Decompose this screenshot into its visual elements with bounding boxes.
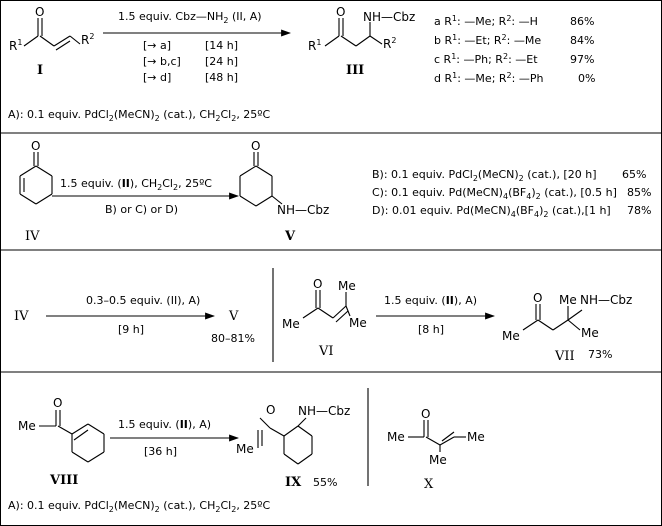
me-label: Me xyxy=(282,317,300,331)
condition-B: B): 0.1 equiv. PdCl2(MeCN)2 (cat.), [20 … xyxy=(372,168,597,183)
structure-V: O NH—Cbz V xyxy=(239,139,329,244)
me-label: Me xyxy=(559,293,577,307)
r1-label: R1 xyxy=(9,38,22,53)
svg-text:86%: 86% xyxy=(570,15,594,28)
reagent-label: 1.5 equiv. (II), A) xyxy=(118,418,211,431)
nh-cbz-label: NH—Cbz xyxy=(363,10,415,24)
compound-label-VI: VI xyxy=(318,344,334,359)
yield-C: 85% xyxy=(627,186,651,199)
svg-text:b R1: —Et; R2: —Me: b R1: —Et; R2: —Me xyxy=(434,33,541,47)
footnote-A: A): 0.1 equiv. PdCl2(MeCN)2 (cat.), CH2C… xyxy=(8,499,270,514)
oxygen-label: O xyxy=(251,139,260,153)
me-label: Me xyxy=(236,442,254,456)
me-label: Me xyxy=(349,316,367,330)
condition-D: D): 0.01 equiv. Pd(MeCN)4(BF4)2 (cat.),[… xyxy=(372,204,611,219)
time-label: [9 h] xyxy=(118,323,144,336)
svg-text:84%: 84% xyxy=(570,34,594,47)
time-label: [8 h] xyxy=(418,323,444,336)
me-label: Me xyxy=(18,419,36,433)
me-label: Me xyxy=(387,430,405,444)
nh-cbz-label: NH—Cbz xyxy=(277,203,329,217)
structure-VI: O Me Me Me VI xyxy=(282,277,367,359)
yield-label: 55% xyxy=(313,476,337,489)
oxygen-label: O xyxy=(533,291,542,305)
compound-label-III: III xyxy=(346,63,364,78)
nh-cbz-label: NH—Cbz xyxy=(298,404,350,418)
table-row: d R1: —Me; R2: —Ph 0% xyxy=(434,71,595,85)
condition-C: C): 0.1 equiv. Pd(MeCN)4(BF4)2 (cat.), [… xyxy=(372,186,617,201)
scheme-1: O R1 R2 I 1.5 equiv. Cbz—NH2 (II, A) [→ … xyxy=(8,5,595,123)
structure-IV: O IV xyxy=(19,139,53,244)
compound-label-I: I xyxy=(37,63,43,78)
scheme-3: IV 0.3–0.5 equiv. (II), A) [9 h] V 80–81… xyxy=(14,294,255,345)
condition-bc: [→ b,c] xyxy=(143,55,181,68)
conditions-label: B) or C) or D) xyxy=(105,203,178,216)
scheme-5: O Me VIII 1.5 equiv. (II), A) [36 h] O M… xyxy=(8,396,350,514)
footnote-A: A): 0.1 equiv. PdCl2(MeCN)2 (cat.), CH2C… xyxy=(8,108,270,123)
substituent-table: a R1: —Me; R2: —H 86% b R1: —Et; R2: —Me… xyxy=(434,14,595,85)
compound-label-VII: VII xyxy=(554,349,575,364)
condition-d: [→ d] xyxy=(143,71,171,84)
r1-label: R1 xyxy=(308,38,321,53)
oxygen-label: O xyxy=(35,5,44,19)
structure-VIII: O Me VIII xyxy=(18,396,105,488)
table-row: b R1: —Et; R2: —Me 84% xyxy=(434,33,594,47)
me-label: Me xyxy=(338,279,356,293)
reagent-label: 1.5 equiv. Cbz—NH2 (II, A) xyxy=(118,10,262,25)
time-d: [48 h] xyxy=(205,71,238,84)
table-row: a R1: —Me; R2: —H 86% xyxy=(434,14,594,28)
svg-text:a R1: —Me; R2: —H: a R1: —Me; R2: —H xyxy=(434,14,538,28)
yield-D: 78% xyxy=(627,204,651,217)
oxygen-label: O xyxy=(31,139,40,153)
oxygen-label: O xyxy=(313,277,322,291)
table-row: c R1: —Ph; R2: —Et 97% xyxy=(434,52,594,66)
scheme-4: O Me Me Me VI 1.5 equiv. (II), A) [8 h] … xyxy=(282,277,632,364)
oxygen-label: O xyxy=(266,403,275,417)
structure-IX: O Me NH—Cbz IX 55% xyxy=(236,403,350,490)
r2-label: R2 xyxy=(383,36,396,51)
reagent-label: 1.5 equiv. (II), A) xyxy=(384,294,477,307)
structure-X: O Me Me Me X xyxy=(387,407,485,492)
condition-a: [→ a] xyxy=(143,39,171,52)
structure-VII: O Me NH—Cbz Me Me VII 73% xyxy=(502,291,632,364)
svg-text:c R1: —Ph; R2: —Et: c R1: —Ph; R2: —Et xyxy=(434,52,538,66)
reagent-label: 1.5 equiv. (II), CH2Cl2, 25ºC xyxy=(60,177,212,192)
me-label: Me xyxy=(581,326,599,340)
me-label: Me xyxy=(467,430,485,444)
structure-I: O R1 R2 I xyxy=(9,5,94,78)
compound-label-X: X xyxy=(424,477,434,492)
oxygen-label: O xyxy=(336,5,345,19)
yield-label: 73% xyxy=(588,348,612,361)
me-label: Me xyxy=(502,329,520,343)
structure-III: O R1 NH—Cbz R2 III xyxy=(308,5,415,78)
svg-text:0%: 0% xyxy=(578,72,595,85)
yield-B: 65% xyxy=(622,168,646,181)
compound-label-VIII: VIII xyxy=(49,473,78,488)
time-a: [14 h] xyxy=(205,39,238,52)
time-bc: [24 h] xyxy=(205,55,238,68)
yield-label: 80–81% xyxy=(211,332,255,345)
start-label-IV: IV xyxy=(14,309,29,324)
product-label-V: V xyxy=(228,309,239,324)
compound-label-IV: IV xyxy=(25,229,40,244)
compound-label-IX: IX xyxy=(285,475,302,490)
oxygen-label: O xyxy=(421,407,430,421)
reagent-label: 0.3–0.5 equiv. (II), A) xyxy=(86,294,200,307)
nh-cbz-label: NH—Cbz xyxy=(580,293,632,307)
me-label: Me xyxy=(429,453,447,467)
svg-text:97%: 97% xyxy=(570,53,594,66)
scheme-2: O IV 1.5 equiv. (II), CH2Cl2, 25ºC B) or… xyxy=(19,139,651,244)
r2-label: R2 xyxy=(81,32,94,47)
oxygen-label: O xyxy=(53,396,62,410)
svg-text:d R1: —Me; R2: —Ph: d R1: —Me; R2: —Ph xyxy=(434,71,543,85)
compound-label-V: V xyxy=(284,229,296,244)
time-label: [36 h] xyxy=(144,445,177,458)
